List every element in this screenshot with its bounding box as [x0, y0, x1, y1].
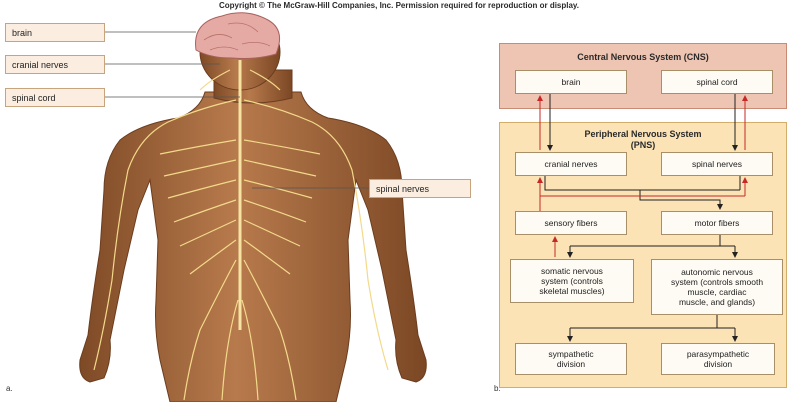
- cranial-nerves-box: cranial nerves: [515, 152, 627, 176]
- spinal-nerves-label: spinal nerves: [369, 179, 471, 198]
- cns-brain-box: brain: [515, 70, 627, 94]
- somatic-nervous-system-box: somatic nervous system (controls skeleta…: [510, 259, 634, 303]
- cns-spinal-cord-box: spinal cord: [661, 70, 773, 94]
- brain-illustration: [195, 12, 281, 59]
- spinal-cord-label: spinal cord: [5, 88, 105, 107]
- panel-letter-b: b.: [494, 384, 501, 393]
- cns-title: Central Nervous System (CNS): [577, 52, 709, 62]
- autonomic-nervous-system-box: autonomic nervous system (controls smoot…: [651, 259, 783, 315]
- nervous-system-figure: [79, 12, 427, 402]
- nerves-illustration: [93, 60, 389, 401]
- brain-label: brain: [5, 23, 105, 42]
- spinal-nerves-box: spinal nerves: [661, 152, 773, 176]
- motor-fibers-box: motor fibers: [661, 211, 773, 235]
- leader-lines: [105, 31, 369, 189]
- cranial-nerves-label: cranial nerves: [5, 55, 105, 74]
- sensory-fibers-box: sensory fibers: [515, 211, 627, 235]
- pns-title: Peripheral Nervous System (PNS): [584, 129, 702, 150]
- parasympathetic-division-box: parasympathetic division: [661, 343, 775, 375]
- copyright-notice: Copyright © The McGraw-Hill Companies, I…: [218, 1, 580, 10]
- sympathetic-division-box: sympathetic division: [515, 343, 627, 375]
- panel-letter-a: a.: [6, 384, 13, 393]
